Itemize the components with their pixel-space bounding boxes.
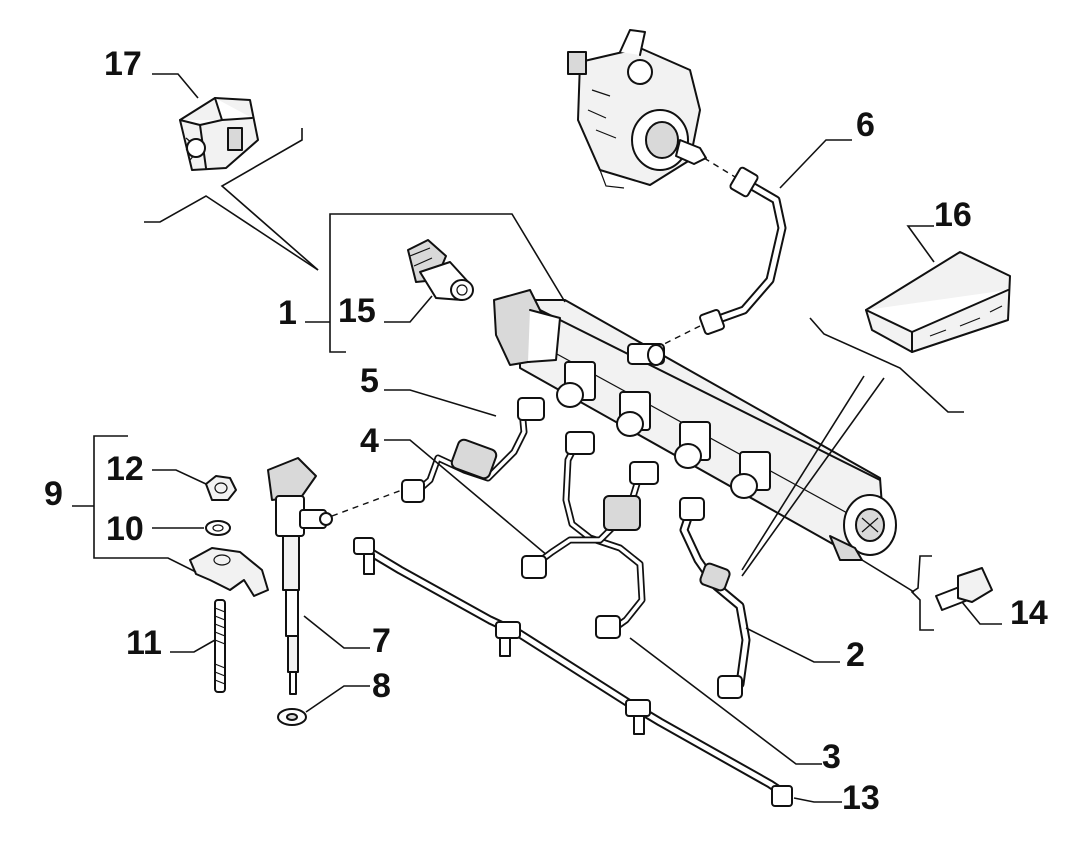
label-3: 3	[822, 738, 841, 776]
pump-dashed-link	[703, 157, 741, 181]
leader-12	[152, 469, 207, 485]
label-5: 5	[360, 362, 379, 400]
label-8: 8	[372, 667, 391, 705]
part-10-washer	[205, 520, 231, 536]
label-12: 12	[106, 450, 144, 488]
part-1-fuel-rail	[493, 289, 897, 561]
leader-2	[745, 627, 840, 663]
leader-17	[152, 73, 199, 99]
pipe6-dashed-link	[659, 325, 701, 347]
leader-3	[629, 637, 822, 765]
part-1-bracket	[305, 213, 566, 353]
label-2: 2	[846, 636, 865, 674]
leader-4	[384, 439, 549, 557]
part-16-cover	[865, 251, 1011, 353]
leader-8	[305, 685, 370, 713]
part-5-harness	[401, 397, 545, 503]
label-15: 15	[338, 292, 376, 330]
part-15-pressure-sensor	[407, 239, 474, 301]
leader-13	[793, 797, 842, 803]
leader-16	[906, 225, 935, 263]
label-10: 10	[106, 510, 144, 548]
label-9: 9	[44, 475, 63, 513]
leader-14	[961, 601, 1002, 625]
part-9-clamp	[189, 547, 269, 597]
leader-6	[779, 139, 852, 189]
label-17: 17	[104, 45, 142, 83]
part-17-connector-boot	[179, 97, 259, 171]
leader-7	[303, 615, 370, 649]
label-13: 13	[842, 779, 880, 817]
part-6-pipe	[699, 166, 787, 335]
injector-dashed-link	[331, 489, 403, 517]
part-8-washer	[277, 708, 307, 726]
part-17-assembly-bracket	[144, 128, 319, 271]
bracket-9	[93, 435, 197, 573]
part-2-pipe	[679, 497, 751, 699]
label-7: 7	[372, 622, 391, 660]
part-12-nut	[205, 475, 237, 501]
part-14-bolt	[935, 567, 993, 611]
leader-11	[170, 639, 216, 653]
part-13-return-line	[353, 537, 793, 807]
leader-15	[384, 295, 433, 323]
part-11-stud	[214, 599, 226, 693]
part-3-harness	[521, 431, 659, 639]
high-pressure-pump	[567, 29, 707, 189]
label-16: 16	[934, 196, 972, 234]
part-7-injector	[267, 457, 333, 695]
label-11: 11	[126, 624, 162, 662]
label-6: 6	[856, 106, 875, 144]
leader-5	[384, 389, 497, 417]
right-bracket-lines	[741, 317, 964, 631]
label-14: 14	[1010, 594, 1048, 632]
label-1: 1	[278, 294, 297, 332]
label-4: 4	[360, 422, 379, 460]
